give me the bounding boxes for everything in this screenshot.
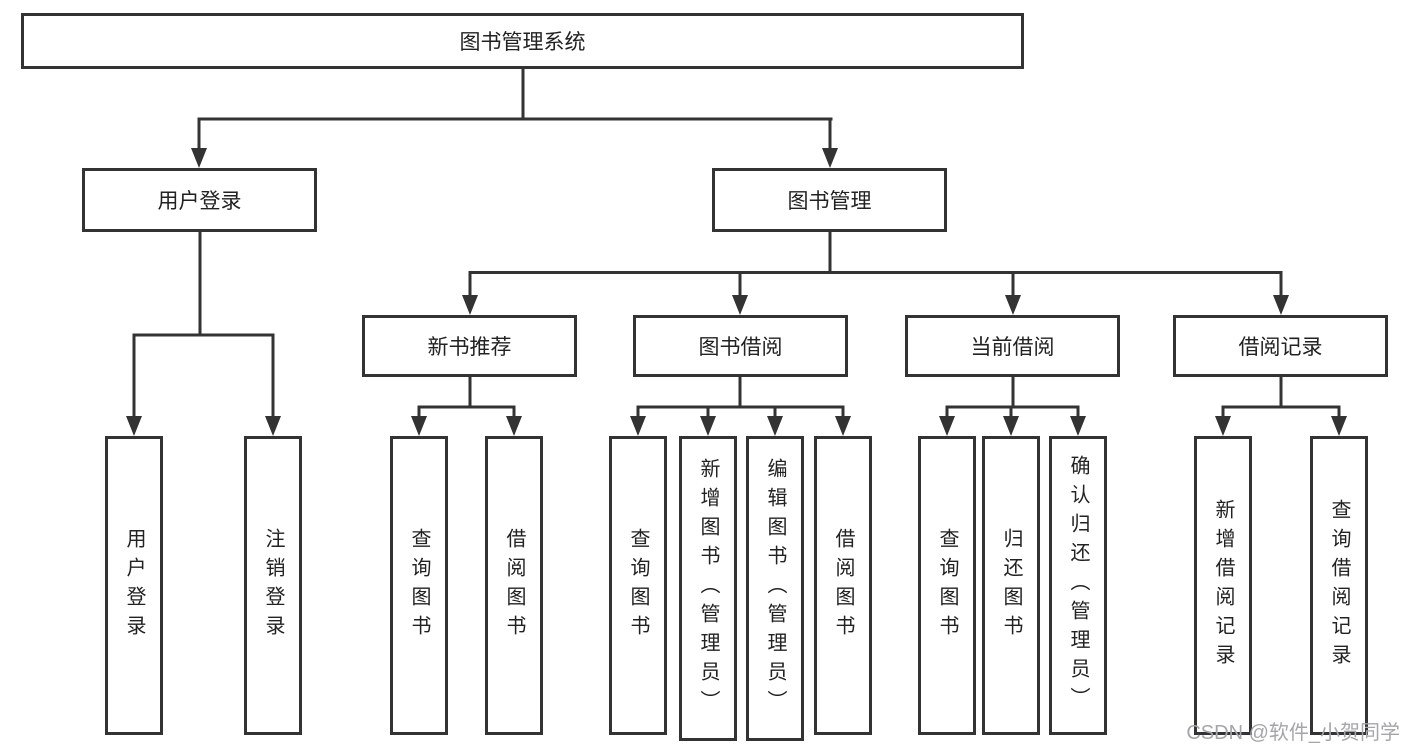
leaf-query-books-borrow-label: 查询图书 <box>627 527 649 644</box>
leaf-logout-login: 注销登录 <box>244 436 302 735</box>
node-user-login-label: 用户登录 <box>157 190 242 213</box>
leaf-borrow-books-recommend: 借阅图书 <box>485 436 543 735</box>
leaf-query-books-current: 查询图书 <box>918 436 976 735</box>
node-borrow-records: 借阅记录 <box>1173 315 1388 377</box>
leaf-add-borrow-record-label: 新增借阅记录 <box>1212 498 1234 673</box>
leaf-confirm-return-admin-label: 确认归还（管理员） <box>1067 455 1089 716</box>
arrow-down-icon <box>700 416 716 436</box>
node-root: 图书管理系统 <box>21 13 1024 69</box>
leaf-borrow-books: 借阅图书 <box>814 436 872 735</box>
leaf-add-borrow-record: 新增借阅记录 <box>1194 436 1252 735</box>
arrow-down-icon <box>1331 416 1347 436</box>
connector-new-book-recommend <box>417 377 516 418</box>
leaf-user-login-label: 用户登录 <box>123 527 145 644</box>
arrow-down-icon <box>630 416 646 436</box>
arrow-down-icon <box>939 416 955 436</box>
node-root-label: 图书管理系统 <box>459 31 586 54</box>
arrow-down-icon <box>822 148 838 168</box>
watermark: CSDN @软件_小贺同学 <box>1186 722 1400 744</box>
leaf-borrow-books-label: 借阅图书 <box>832 527 854 644</box>
arrow-down-icon <box>1070 416 1086 436</box>
connector-borrow-records <box>1221 377 1341 418</box>
node-new-book-recommend-label: 新书推荐 <box>427 336 512 359</box>
node-new-book-recommend: 新书推荐 <box>362 315 577 377</box>
arrow-down-icon <box>767 416 783 436</box>
leaf-borrow-books-recommend-label: 借阅图书 <box>503 527 525 644</box>
leaf-user-login: 用户登录 <box>105 436 163 735</box>
arrow-down-icon <box>126 416 142 436</box>
connector-book-borrow <box>636 377 845 418</box>
arrow-down-icon <box>1273 295 1289 315</box>
leaf-return-books: 归还图书 <box>982 436 1040 735</box>
leaf-query-borrow-record: 查询借阅记录 <box>1310 436 1368 735</box>
leaf-add-book-admin-label: 新增图书（管理员） <box>697 458 719 719</box>
arrow-down-icon <box>462 295 478 315</box>
node-book-borrow: 图书借阅 <box>633 315 848 377</box>
arrow-down-icon <box>191 148 207 168</box>
connector-book-management <box>468 232 1283 297</box>
leaf-add-book-admin: 新增图书（管理员） <box>679 436 737 741</box>
arrow-down-icon <box>732 295 748 315</box>
connector-current-borrow <box>945 377 1080 418</box>
leaf-return-books-label: 归还图书 <box>1000 527 1022 644</box>
node-book-borrow-label: 图书借阅 <box>698 336 783 359</box>
arrow-down-icon <box>835 416 851 436</box>
leaf-confirm-return-admin: 确认归还（管理员） <box>1049 436 1107 735</box>
leaf-query-books-recommend-label: 查询图书 <box>408 527 430 644</box>
leaf-query-books-recommend: 查询图书 <box>390 436 448 735</box>
node-user-login: 用户登录 <box>82 168 317 232</box>
connector-root <box>197 68 833 150</box>
node-current-borrow-label: 当前借阅 <box>970 336 1055 359</box>
connector-user-login <box>132 232 275 418</box>
arrow-down-icon <box>411 416 427 436</box>
arrow-down-icon <box>1005 295 1021 315</box>
leaf-logout-login-label: 注销登录 <box>262 527 284 644</box>
leaf-query-books-current-label: 查询图书 <box>936 527 958 644</box>
leaf-edit-book-admin-label: 编辑图书（管理员） <box>764 458 786 719</box>
node-current-borrow: 当前借阅 <box>905 315 1120 377</box>
arrow-down-icon <box>506 416 522 436</box>
node-book-management: 图书管理 <box>712 168 947 232</box>
arrow-down-icon <box>1215 416 1231 436</box>
leaf-query-borrow-record-label: 查询借阅记录 <box>1328 498 1350 673</box>
arrow-down-icon <box>1003 416 1019 436</box>
leaf-edit-book-admin: 编辑图书（管理员） <box>746 436 804 741</box>
node-borrow-records-label: 借阅记录 <box>1238 336 1323 359</box>
leaf-query-books-borrow: 查询图书 <box>609 436 667 735</box>
node-book-management-label: 图书管理 <box>787 190 872 213</box>
arrow-down-icon <box>265 416 281 436</box>
